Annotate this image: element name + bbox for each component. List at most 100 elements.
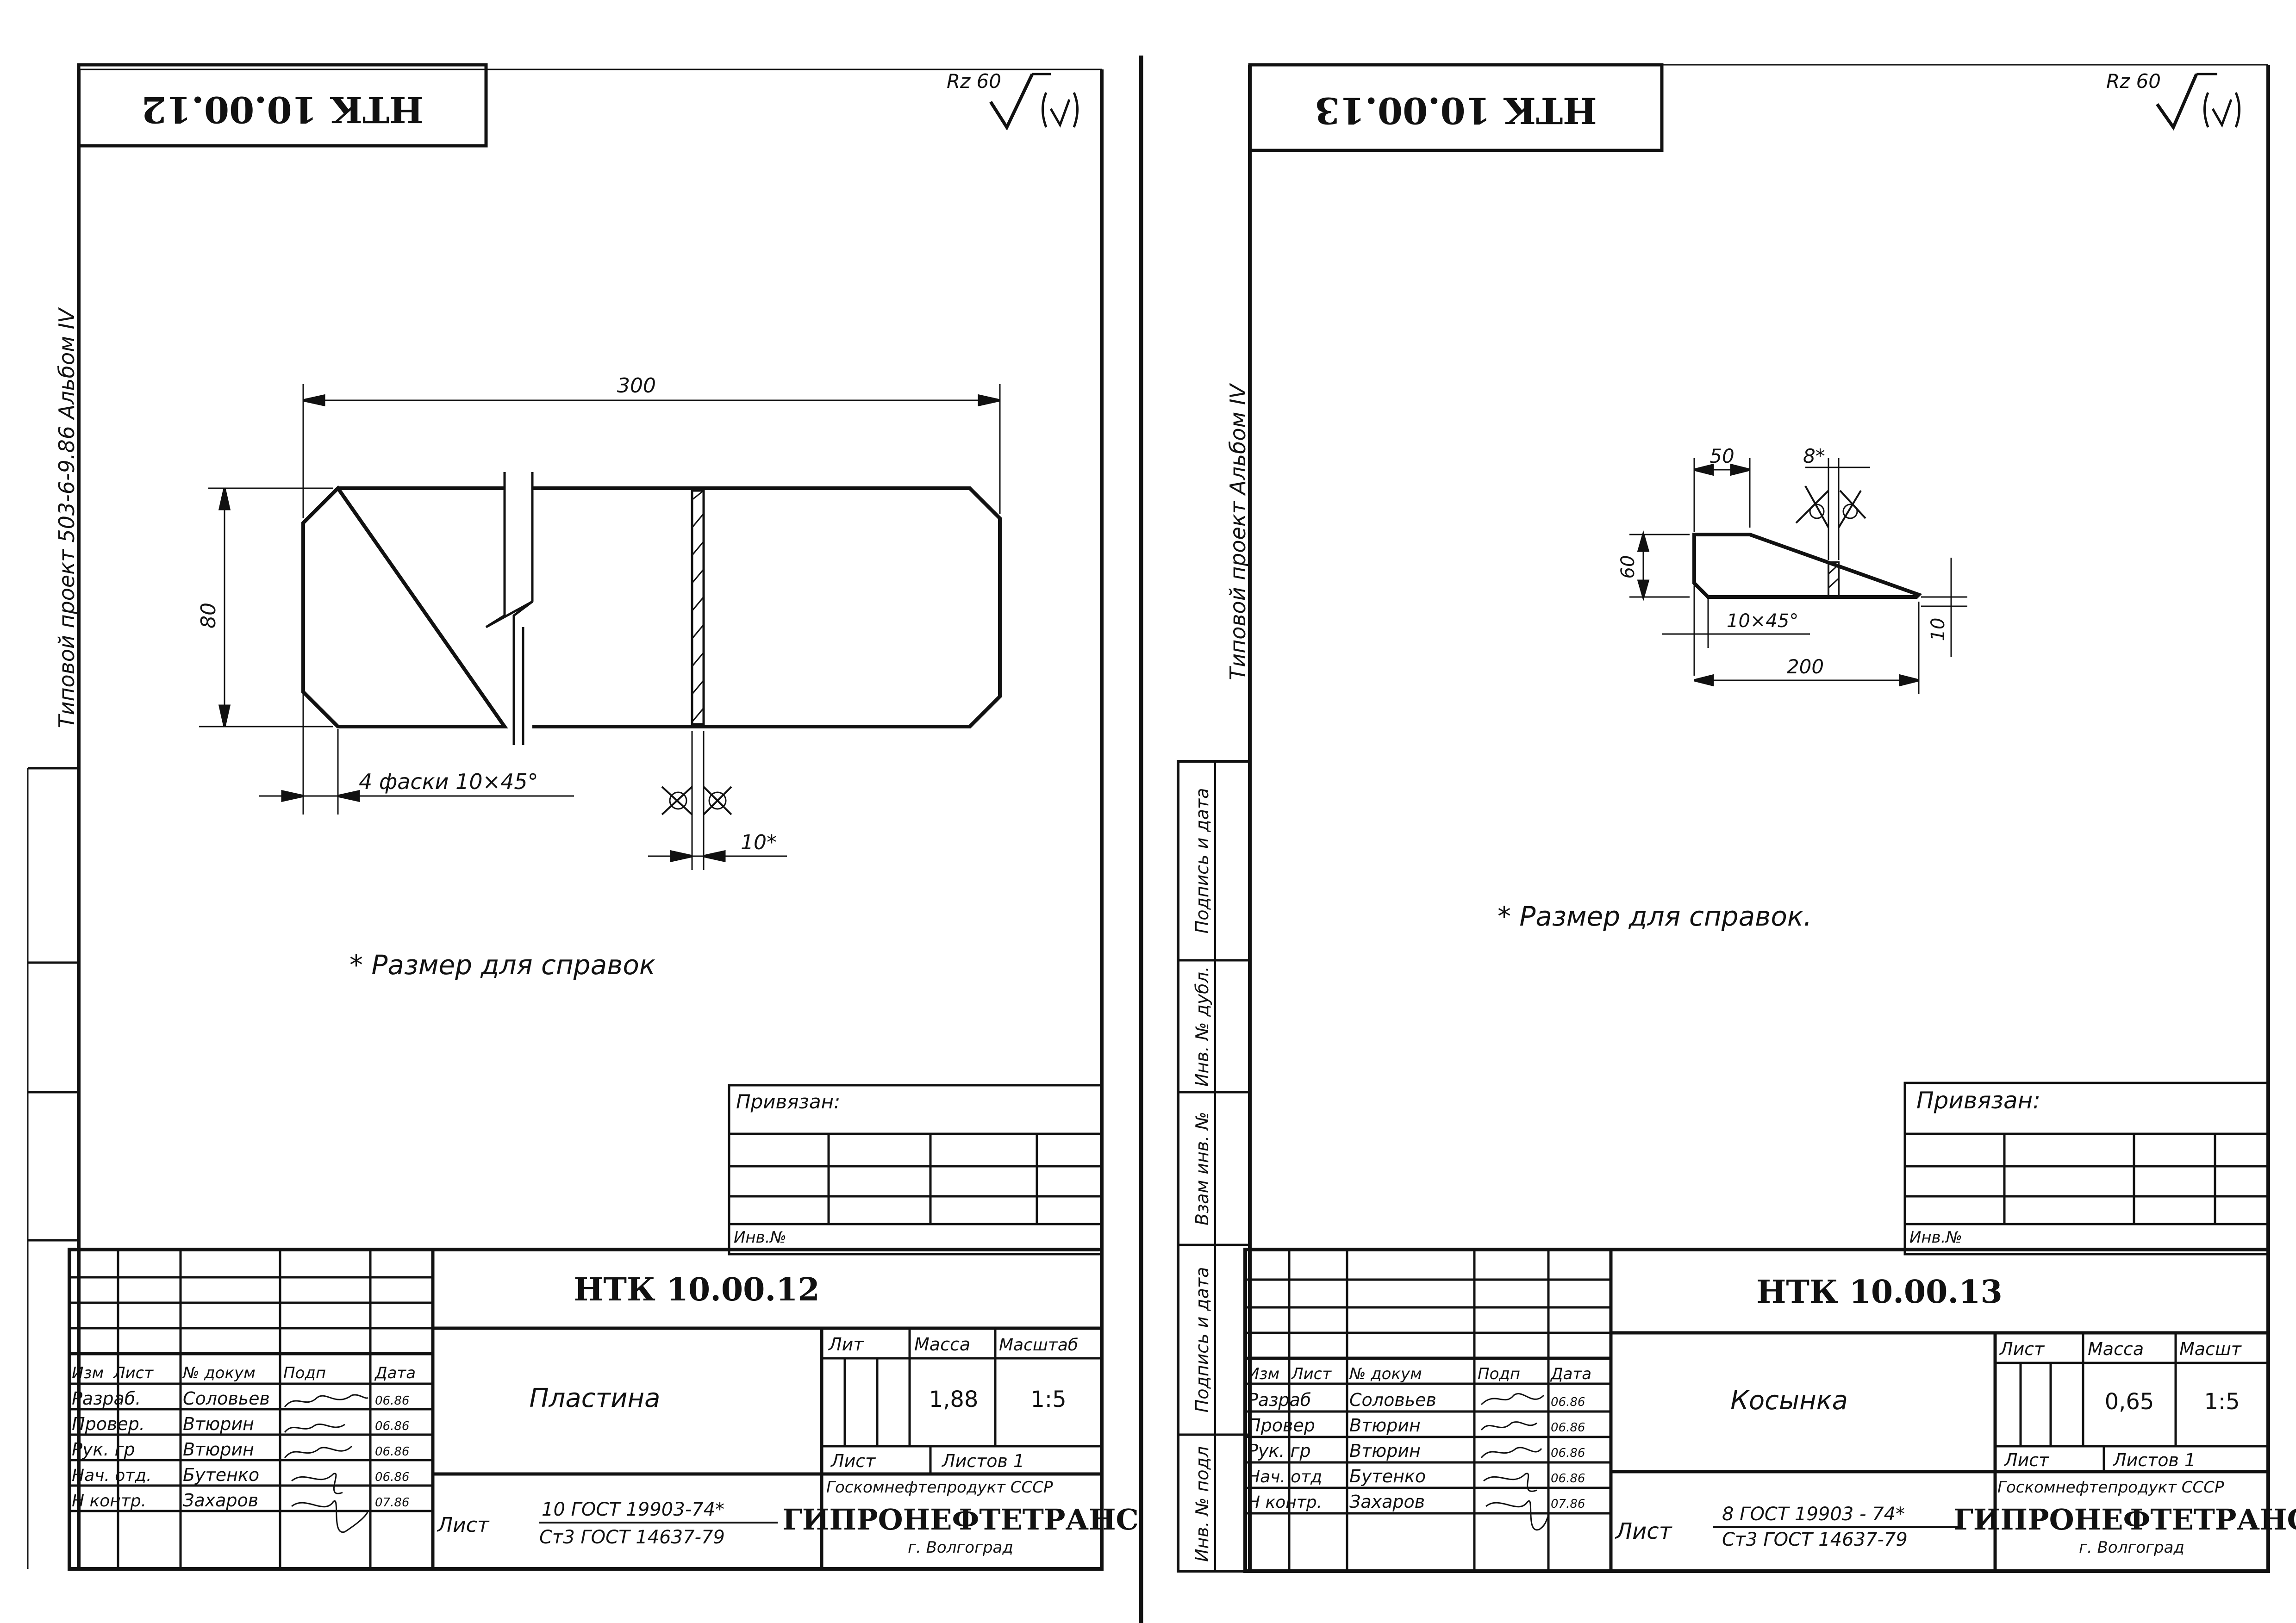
left-roughness-check-icon bbox=[989, 73, 1034, 131]
right-sheet bbox=[1177, 63, 2270, 1573]
left-material-bottom: Ст3 ГОСТ 14637-79 bbox=[539, 1527, 725, 1548]
left-inv-label: Инв.№ bbox=[734, 1228, 786, 1247]
left-col-sign: Подп bbox=[283, 1364, 326, 1382]
left-mass-label: Масса bbox=[914, 1334, 970, 1355]
right-col-izm: Изм bbox=[1248, 1365, 1279, 1383]
left-header-code: НТК 10.00.12 bbox=[141, 88, 424, 131]
left-material-label: Лист bbox=[437, 1513, 490, 1537]
right-signature bbox=[1480, 1393, 1549, 1531]
right-header-box bbox=[1248, 63, 1664, 152]
right-album-note: Типовой проект Альбом IV bbox=[1225, 383, 1250, 680]
right-org-name: ГИПРОНЕФТЕТРАНС bbox=[1953, 1503, 2296, 1536]
right-col-date: Дата bbox=[1550, 1365, 1591, 1383]
left-role-1: Разраб. bbox=[72, 1388, 141, 1409]
right-side-stamp-2: Инв. № дубл. bbox=[1192, 966, 1212, 1087]
left-col-izm: Изм bbox=[72, 1364, 104, 1382]
left-binding-label: Привязан: bbox=[736, 1090, 840, 1113]
right-org-top: Госкомнефтепродукт СССР bbox=[1997, 1478, 2224, 1497]
left-col-doc: № докум bbox=[182, 1364, 256, 1382]
right-gusset-drawing bbox=[1629, 458, 1967, 694]
left-header-box bbox=[77, 63, 488, 148]
right-chamfer-note: 10×45° bbox=[1727, 610, 1798, 632]
left-part-name: Пластина bbox=[530, 1383, 661, 1413]
right-material-top: 8 ГОСТ 19903 - 74* bbox=[1722, 1504, 1905, 1525]
right-side-stamp-1: Подпись и дата bbox=[1192, 788, 1212, 934]
left-date-2: 06.86 bbox=[375, 1419, 409, 1433]
right-part-name: Косынка bbox=[1730, 1386, 1848, 1416]
left-name-5: Захаров bbox=[183, 1490, 258, 1511]
right-scale-label: Масшт bbox=[2179, 1339, 2242, 1359]
right-header-code: НТК 10.00.13 bbox=[1315, 89, 1597, 131]
left-col-list: Лист bbox=[112, 1364, 154, 1382]
left-name-3: Втюрин bbox=[183, 1439, 254, 1460]
right-mass-label: Масса bbox=[2088, 1339, 2144, 1359]
right-col-list: Лист bbox=[1291, 1365, 1332, 1383]
right-side-stamp-5: Инв. № подл bbox=[1192, 1446, 1212, 1562]
left-date-5: 07.86 bbox=[375, 1496, 409, 1510]
right-title-block bbox=[1243, 1248, 2270, 1573]
right-title-code: НТК 10.00.13 bbox=[1756, 1274, 2003, 1311]
left-date-4: 06.86 bbox=[375, 1470, 409, 1484]
right-org-city: г. Волгоград bbox=[2079, 1538, 2184, 1557]
right-sheet-label: Лист bbox=[2003, 1450, 2050, 1470]
left-signature bbox=[284, 1394, 369, 1533]
right-mass-value: 0,65 bbox=[2105, 1389, 2154, 1415]
right-role-4: Нач. отд bbox=[1248, 1468, 1322, 1486]
left-org-top: Госкомнефтепродукт СССР bbox=[826, 1478, 1053, 1497]
right-side-stamp-4: Подпись и дата bbox=[1192, 1267, 1212, 1413]
left-title-code: НТК 10.00.12 bbox=[574, 1271, 820, 1308]
left-role-5: Н контр. bbox=[72, 1492, 146, 1511]
right-inv-label: Инв.№ bbox=[1909, 1228, 1962, 1247]
right-dim-length: 200 bbox=[1787, 655, 1824, 678]
right-reference-note: * Размер для справок. bbox=[1497, 901, 1812, 932]
left-name-1: Соловьев bbox=[183, 1388, 270, 1409]
left-sheet bbox=[27, 63, 1104, 1571]
right-material-bottom: Ст3 ГОСТ 14637-79 bbox=[1722, 1529, 1908, 1550]
right-dim-height: 60 bbox=[1617, 555, 1639, 579]
right-role-1: Разраб bbox=[1248, 1390, 1311, 1410]
right-material-label: Лист bbox=[1615, 1518, 1673, 1544]
right-lit-label: Лист bbox=[1999, 1339, 2045, 1359]
left-sheet-label: Лист bbox=[830, 1451, 876, 1471]
left-dim-length: 300 bbox=[617, 374, 656, 398]
right-date-5: 07.86 bbox=[1551, 1497, 1585, 1511]
right-date-3: 06.86 bbox=[1551, 1446, 1585, 1460]
left-weld-dim: 10* bbox=[741, 831, 777, 854]
left-plate-drawing bbox=[199, 384, 1002, 870]
right-name-3: Втюрин bbox=[1349, 1441, 1421, 1461]
right-name-4: Бутенко bbox=[1349, 1466, 1426, 1486]
right-date-2: 06.86 bbox=[1551, 1421, 1585, 1435]
left-role-3: Рук. гр bbox=[72, 1439, 135, 1460]
right-name-5: Захаров bbox=[1349, 1492, 1425, 1512]
left-scale-value: 1:5 bbox=[1030, 1387, 1066, 1412]
left-name-2: Втюрин bbox=[183, 1414, 254, 1434]
left-lit-label: Лит bbox=[828, 1334, 864, 1355]
right-col-sign: Подп bbox=[1478, 1365, 1520, 1383]
right-roughness-value: Rz 60 bbox=[2106, 70, 2161, 93]
left-scale-label: Масштаб bbox=[999, 1336, 1078, 1355]
left-binding-table bbox=[728, 1084, 1103, 1256]
left-material-top: 10 ГОСТ 19903-74* bbox=[542, 1499, 724, 1520]
left-mass-value: 1,88 bbox=[929, 1387, 979, 1412]
left-role-2: Провер. bbox=[72, 1414, 145, 1434]
left-col-date: Дата bbox=[374, 1364, 416, 1382]
right-dim-weld: 8* bbox=[1803, 445, 1825, 467]
right-sheets-label: Листов 1 bbox=[2112, 1450, 2196, 1470]
left-roughness-value: Rz 60 bbox=[947, 70, 1001, 93]
left-album-note: Типовой проект 503-6-9.86 Альбом IV bbox=[54, 307, 79, 728]
right-roughness-check-icon bbox=[2156, 73, 2198, 131]
left-org-name: ГИПРОНЕФТЕТРАНС bbox=[782, 1503, 1139, 1536]
left-reference-note: * Размер для справок bbox=[349, 949, 655, 981]
right-role-2: Провер bbox=[1248, 1415, 1315, 1436]
right-dim-top: 50 bbox=[1710, 445, 1734, 467]
left-date-3: 06.86 bbox=[375, 1445, 409, 1459]
right-name-2: Втюрин bbox=[1349, 1415, 1421, 1436]
left-name-4: Бутенко bbox=[183, 1465, 259, 1485]
left-role-4: Нач. отд. bbox=[72, 1466, 152, 1485]
right-date-4: 06.86 bbox=[1551, 1472, 1585, 1486]
left-chamfer-note: 4 фаски 10×45° bbox=[359, 769, 538, 794]
left-dim-height: 80 bbox=[197, 603, 220, 628]
right-binding-label: Привязан: bbox=[1916, 1087, 2040, 1114]
right-side-stamp-3: Взам инв. № bbox=[1192, 1112, 1212, 1225]
